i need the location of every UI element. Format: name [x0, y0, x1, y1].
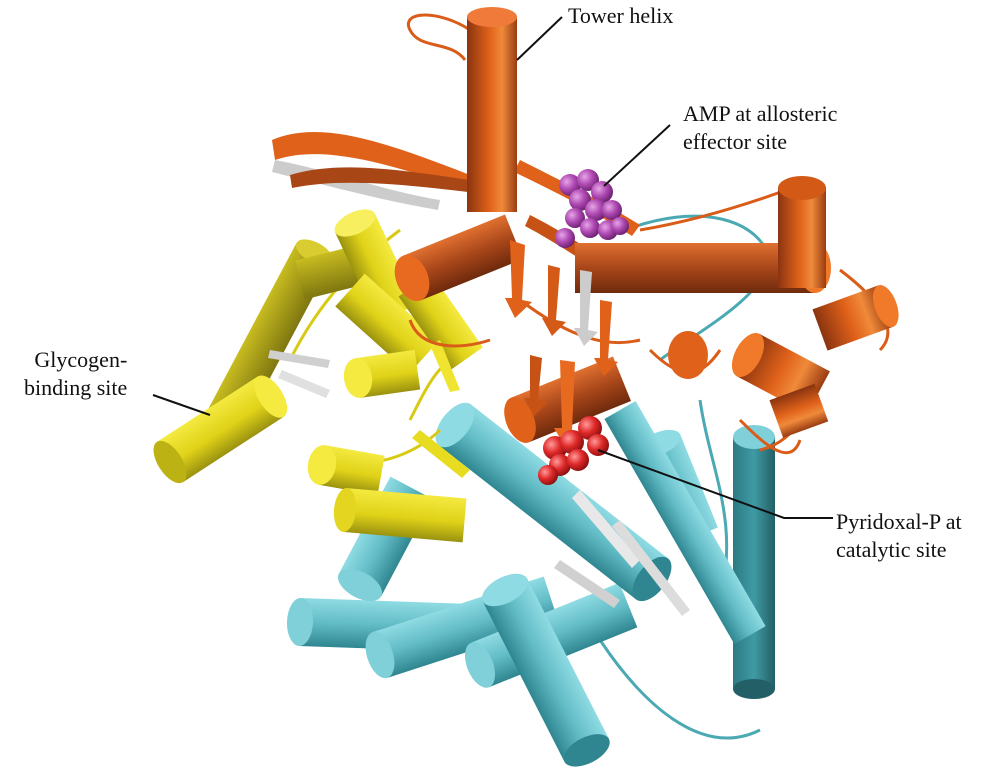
pyridoxal-phosphate-ligand: [538, 416, 609, 485]
leader-glycogen: [152, 394, 211, 416]
orange-domain: [272, 7, 899, 455]
leader-lines: [152, 16, 833, 519]
leader-amp: [603, 124, 671, 187]
leader-pyridoxal: [597, 449, 833, 519]
amp-ligand: [555, 169, 629, 248]
yellow-domain: [153, 209, 484, 543]
cyan-domain: [286, 214, 775, 767]
leader-tower-helix: [516, 16, 563, 61]
label-glycogen-binding-site: Glycogen- binding site: [24, 347, 128, 400]
label-pyridoxal-catalytic-site: Pyridoxal-P at catalytic site: [836, 509, 962, 562]
label-amp-allosteric-site: AMP at allosteric effector site: [683, 101, 838, 154]
label-tower-helix: Tower helix: [568, 3, 674, 28]
tower-helix: [467, 17, 517, 212]
